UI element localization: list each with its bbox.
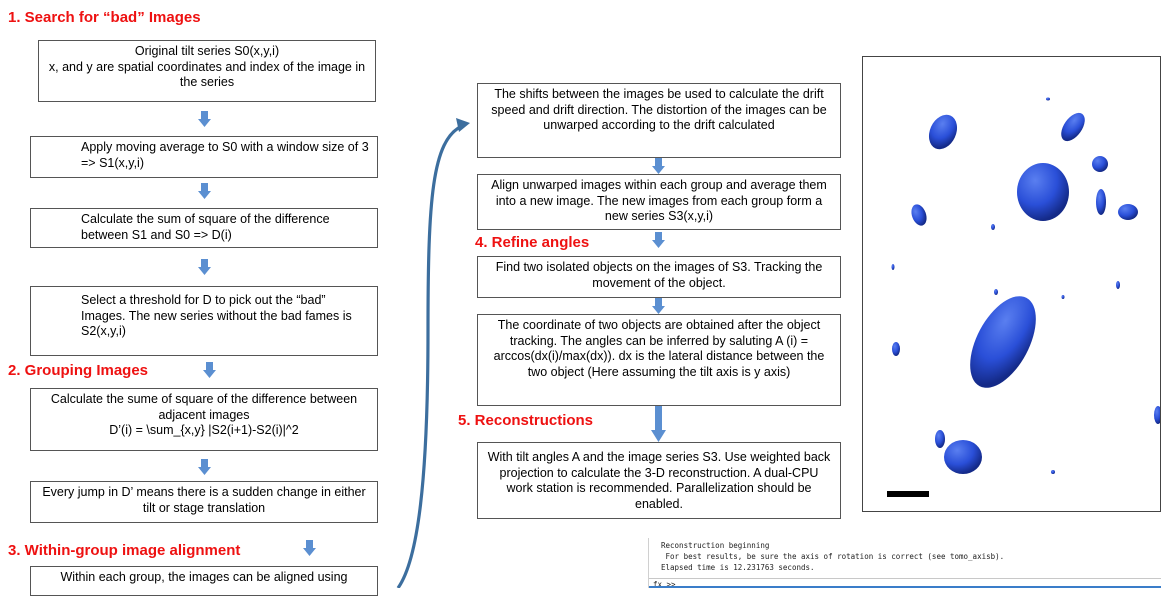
particle-blob (1096, 189, 1106, 215)
particle-blob (1051, 470, 1055, 474)
flow-arrow-down (303, 540, 316, 556)
step-moving-average: Apply moving average to S0 with a window… (30, 136, 378, 178)
particle-blob (991, 224, 995, 230)
flow-arrow-down (652, 158, 665, 174)
particle-blob (911, 204, 927, 226)
flow-arrow-down (652, 232, 665, 248)
flow-arrow-down (203, 362, 216, 378)
particle-blob (1061, 295, 1065, 299)
command-window: Reconstruction beginning For best result… (648, 538, 1161, 589)
particle-blob (928, 114, 958, 150)
particle-blob (970, 296, 1036, 388)
step-align-unwarped: Align unwarped images within each group … (477, 174, 841, 230)
particle-blob (1154, 406, 1161, 424)
command-prompt-row[interactable]: fx >> (649, 578, 1161, 589)
particle-blob (1017, 163, 1069, 221)
particle-blob (1092, 156, 1108, 172)
section-title-refine-angles: 4. Refine angles (475, 234, 590, 251)
particle-blob (891, 264, 895, 270)
particle-blob (1118, 204, 1138, 220)
particle-blob (892, 342, 900, 356)
particle-blob (994, 289, 998, 295)
flow-arrow-down (652, 298, 665, 314)
step-find-objects: Find two isolated objects on the images … (477, 256, 841, 298)
console-line: Elapsed time is 12.231763 seconds. (661, 563, 815, 572)
step-weighted-back-projection: With tilt angles A and the image series … (477, 442, 841, 519)
flow-arrow-down (198, 111, 211, 127)
reconstructed-particles (887, 97, 1161, 497)
console-line: For best results, be sure the axis of ro… (661, 552, 1005, 561)
section-title-within-group-alignment: 3. Within-group image alignment (8, 542, 241, 559)
command-prompt[interactable]: fx >> (653, 580, 676, 589)
particle-blob (1061, 112, 1085, 142)
console-line: Reconstruction beginning (661, 541, 770, 550)
step-original-tilt-series: Original tilt series S0(x,y,i) x, and y … (38, 40, 376, 102)
flow-arrow-down-long (651, 406, 666, 442)
step-within-group-align: Within each group, the images can be ali… (30, 566, 378, 596)
flow-arrow-down (198, 183, 211, 199)
step-select-threshold: Select a threshold for D to pick out the… (30, 286, 378, 356)
flow-arrow-down (198, 459, 211, 475)
particle-blob (1046, 97, 1050, 101)
step-infer-angles: The coordinate of two objects are obtain… (477, 314, 841, 406)
particle-blob (944, 440, 982, 474)
particle-blob (1116, 281, 1120, 289)
step-drift-calculation: The shifts between the images be used to… (477, 83, 841, 158)
tomogram-reconstruction-image (862, 56, 1161, 512)
step-sum-of-square-difference: Calculate the sum of square of the diffe… (30, 208, 378, 248)
scale-bar (887, 491, 929, 497)
section-title-grouping-images: 2. Grouping Images (8, 362, 149, 379)
console-bottom-border (649, 586, 1161, 588)
step-jump-detection: Every jump in D’ means there is a sudden… (30, 481, 378, 523)
flow-arrow-down (198, 259, 211, 275)
section-title-search-bad-images: 1. Search for “bad” Images (8, 9, 201, 26)
step-adjacent-difference: Calculate the sume of square of the diff… (30, 388, 378, 451)
particle-blob (935, 430, 945, 448)
section-title-reconstructions: 5. Reconstructions (458, 412, 594, 429)
